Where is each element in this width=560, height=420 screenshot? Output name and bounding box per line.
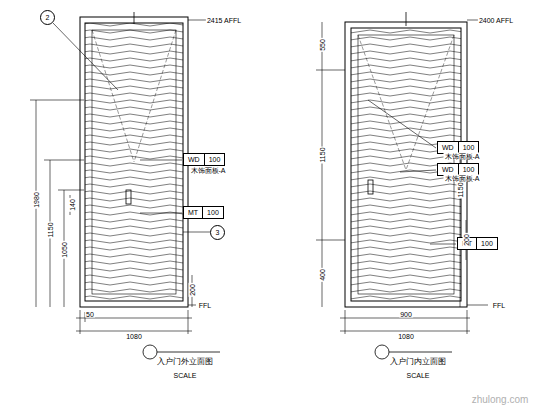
section-symbols bbox=[143, 345, 452, 359]
tag-text: WD bbox=[184, 154, 204, 165]
material-tag: WD100 bbox=[183, 153, 225, 166]
dimension-text: 140 bbox=[69, 198, 76, 212]
watermark: zhulong.com bbox=[471, 395, 530, 405]
dimension-text: 200 bbox=[463, 233, 470, 247]
tag-text: WD bbox=[438, 142, 458, 153]
leader-lines bbox=[53, 20, 488, 305]
dimension-text: 2400 AFFL bbox=[478, 17, 514, 24]
dimension-text: 1080 bbox=[397, 333, 415, 340]
dimension-text: 1050 bbox=[61, 241, 68, 259]
tag-text: 100 bbox=[476, 238, 497, 249]
callout-number: 2 bbox=[46, 14, 50, 21]
tag-text: 100 bbox=[458, 142, 479, 153]
dimension-text: FFL bbox=[198, 302, 212, 309]
dimension-text: 1150 bbox=[319, 146, 326, 163]
dimension-text: 1980 bbox=[33, 191, 40, 209]
tag-text: 100 bbox=[204, 154, 225, 165]
dimension-text: 200 bbox=[189, 283, 196, 297]
dimension-text: 2415 AFFL bbox=[206, 17, 242, 24]
dimension-text: 木饰面板-A bbox=[444, 153, 481, 160]
dimension-text: 1080 bbox=[125, 333, 143, 340]
dimension-text: SCALE bbox=[406, 372, 431, 379]
callout-circle: 2 bbox=[40, 10, 55, 25]
tag-text: 100 bbox=[458, 164, 479, 175]
dimension-text: 400 bbox=[319, 268, 326, 282]
dimension-text: SCALE bbox=[173, 372, 198, 379]
dimension-text: 550 bbox=[319, 38, 326, 52]
callout-number: 3 bbox=[216, 229, 220, 236]
dimension-text: FFL bbox=[492, 302, 506, 309]
material-tag: MT100 bbox=[183, 206, 224, 219]
dimension-text: 木饰面板-A bbox=[444, 175, 481, 182]
tag-text: MT bbox=[184, 207, 202, 218]
dimension-text: 木饰面板-A bbox=[190, 167, 227, 174]
tag-text: 100 bbox=[202, 207, 223, 218]
left-door bbox=[80, 12, 188, 307]
drawing-title: 入户门内立面图 bbox=[389, 358, 447, 366]
drawing-title: 入户门外立面图 bbox=[156, 358, 214, 366]
dimension-text: 50 bbox=[85, 311, 95, 318]
tag-text: WD bbox=[438, 164, 458, 175]
dimension-text: 900 bbox=[399, 311, 413, 318]
dimension-text: 1150 bbox=[47, 221, 54, 238]
callout-circle: 3 bbox=[210, 225, 225, 240]
dimension-text: 1150 bbox=[457, 181, 464, 198]
right-door bbox=[345, 12, 467, 307]
dimension-lines bbox=[30, 22, 470, 334]
